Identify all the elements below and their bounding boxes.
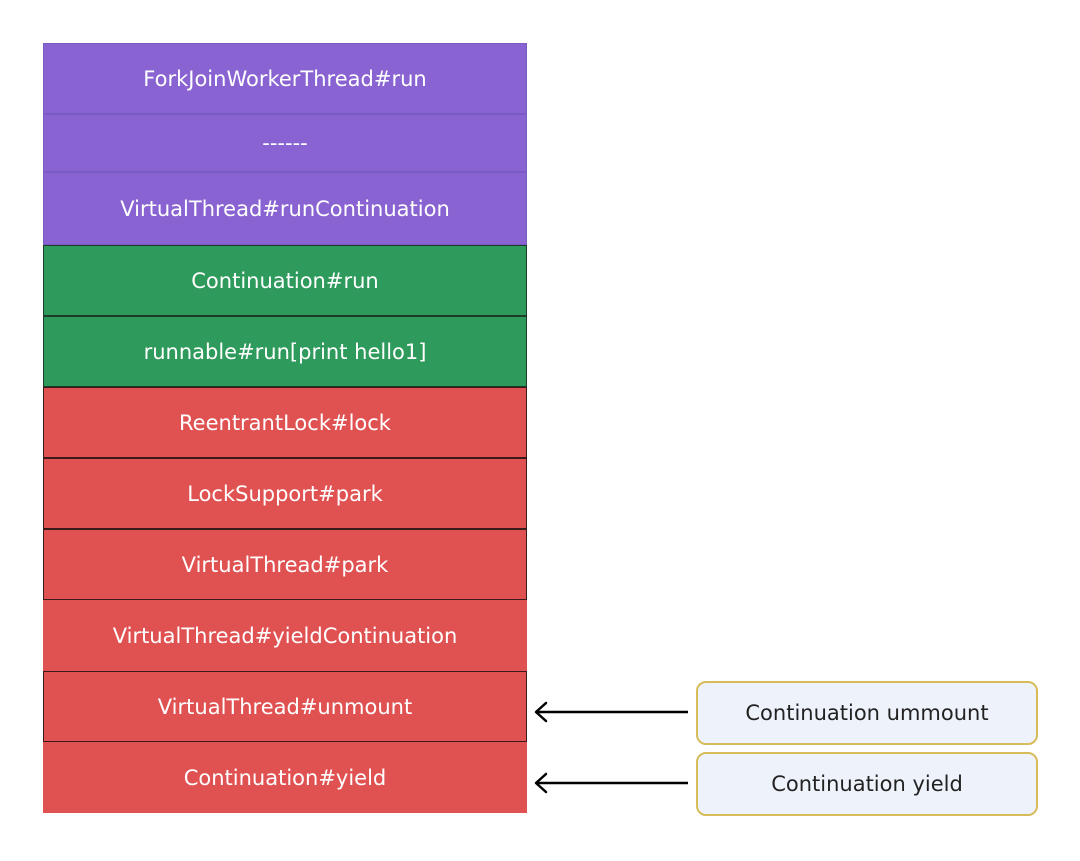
stack-frame-ellipsis: ------ (43, 114, 527, 172)
note-continuation-unmount: Continuation ummount (696, 681, 1038, 745)
arrow-left-icon (534, 701, 688, 723)
stack-frame-run-continuation: VirtualThread#runContinuation (43, 172, 527, 245)
arrow-left-icon (534, 772, 688, 794)
call-stack: ForkJoinWorkerThread#run ------ VirtualT… (43, 43, 527, 813)
stack-frame-reentrantlock-lock: ReentrantLock#lock (43, 387, 527, 458)
stack-frame-forkjoin-run: ForkJoinWorkerThread#run (43, 43, 527, 114)
stack-frame-virtualthread-park: VirtualThread#park (43, 529, 527, 600)
note-continuation-yield: Continuation yield (696, 752, 1038, 816)
stack-frame-continuation-yield: Continuation#yield (43, 742, 527, 813)
stack-frame-yield-continuation: VirtualThread#yieldContinuation (43, 600, 527, 671)
stack-frame-continuation-run: Continuation#run (43, 245, 527, 316)
stack-frame-locksupport-park: LockSupport#park (43, 458, 527, 529)
stack-frame-runnable-run: runnable#run[print hello1] (43, 316, 527, 387)
stack-frame-unmount: VirtualThread#unmount (43, 671, 527, 742)
